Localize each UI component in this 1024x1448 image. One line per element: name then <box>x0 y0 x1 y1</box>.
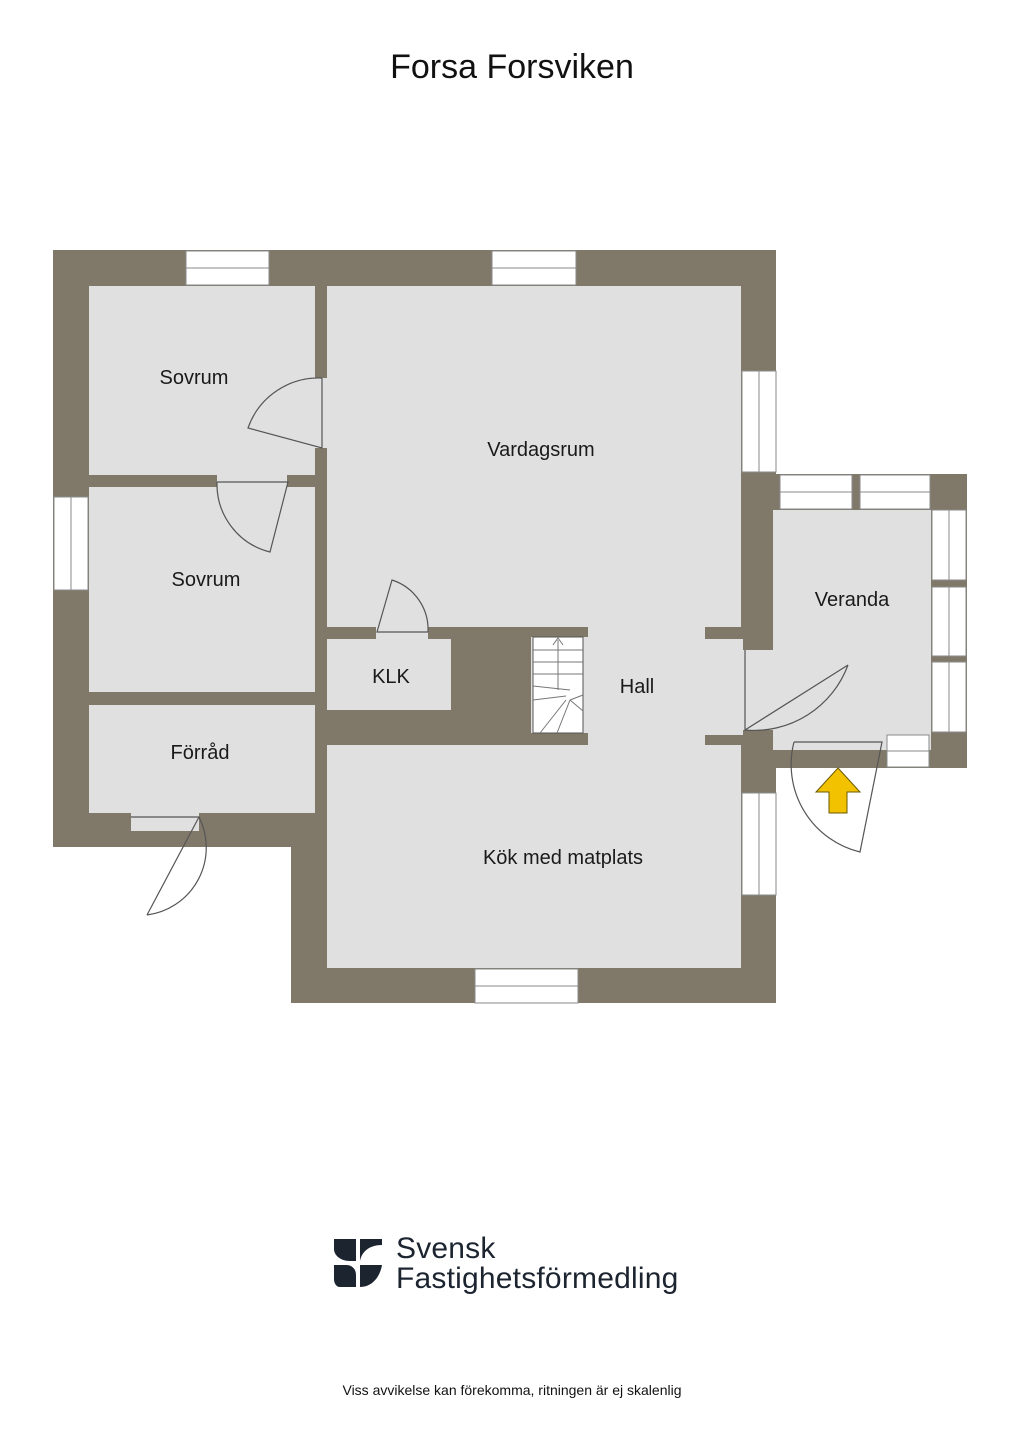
floor-sovrum-top <box>89 286 315 475</box>
room-label-sovrum-top: Sovrum <box>160 367 229 389</box>
floor-klk <box>327 639 451 710</box>
logo-line-2: Fastighetsförmedling <box>396 1262 679 1295</box>
room-label-kok: Kök med matplats <box>483 847 643 869</box>
svensk-fastighetsformedling-logo-icon <box>334 1239 382 1287</box>
room-label-hall: Hall <box>620 676 654 698</box>
windows <box>53 250 967 1004</box>
floor-hall <box>588 627 705 747</box>
floor-kok <box>327 745 741 968</box>
floor-vardagsrum <box>327 286 741 627</box>
brand-logo: Svensk Fastighetsförmedling <box>330 1232 710 1302</box>
door <box>216 481 289 553</box>
logo-line-1: Svensk <box>396 1232 496 1265</box>
room-label-vardagsrum: Vardagsrum <box>487 439 594 461</box>
door <box>247 377 323 449</box>
room-label-veranda: Veranda <box>815 589 890 611</box>
stairs-icon <box>532 636 584 734</box>
door <box>376 579 429 633</box>
doors <box>131 377 883 916</box>
door <box>790 741 883 853</box>
door <box>131 816 207 916</box>
room-label-klk: KLK <box>372 666 410 688</box>
floor-veranda <box>773 510 931 750</box>
door <box>744 650 849 732</box>
plan-title: Forsa Forsviken <box>390 48 634 86</box>
entrance-arrow-icon <box>814 767 862 814</box>
floor-forrad <box>89 705 315 813</box>
disclaimer: Viss avvikelse kan förekomma, ritningen … <box>342 1382 682 1398</box>
room-label-forrad: Förråd <box>171 742 230 764</box>
room-label-sovrum-bottom: Sovrum <box>172 569 241 591</box>
floors <box>89 286 931 968</box>
